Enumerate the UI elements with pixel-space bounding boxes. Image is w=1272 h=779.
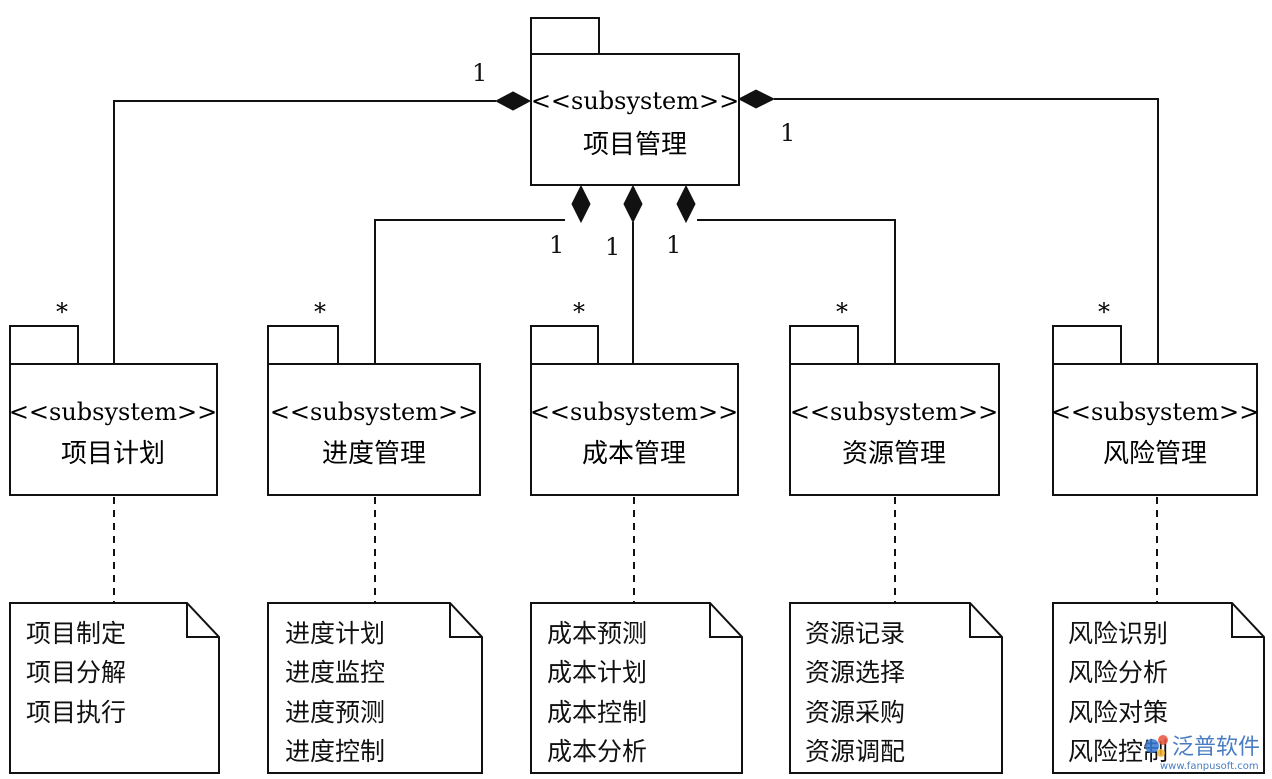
watermark-text: 泛普软件 [1172,735,1260,760]
multiplicity-label: 1 [605,233,620,261]
note-box-cost [530,602,743,774]
note-item: 资源调配 [805,737,905,766]
note-item: 项目分解 [26,658,126,687]
note-item: 成本预测 [547,619,647,648]
note-item: 资源采购 [805,698,905,727]
note-item: 资源选择 [805,658,905,687]
composition-diamond [737,89,776,109]
package-stereotype: <<subsystem>> [530,398,738,426]
root-stereotype: <<subsystem>> [531,87,739,115]
package-name: 成本管理 [582,439,686,469]
note-item: 项目执行 [26,698,126,727]
composition-diamond [623,184,643,224]
composition-diamond [676,184,696,224]
package-schedule: * <<subsystem>> 进度管理 [267,298,481,496]
watermark: 泛普软件 www.fanpusoft.com [1145,735,1260,772]
multiplicity-star: * [1098,298,1110,326]
composition-diamond [571,184,591,224]
package-stereotype: <<subsystem>> [270,398,478,426]
note-item: 风险对策 [1068,698,1168,727]
package-name: 资源管理 [842,439,946,469]
package-name: 进度管理 [322,439,426,469]
association-line-resource [697,219,896,364]
note-dogear [969,603,1002,638]
note-box-resource [789,602,1003,774]
association-line-schedule [374,219,565,364]
note-item: 成本分析 [547,737,647,766]
note-dogear [186,603,219,638]
multiplicity-star: * [573,298,585,326]
note-item: 风险分析 [1068,658,1168,687]
multiplicity-label: 1 [549,231,564,259]
note-item: 进度监控 [285,658,385,687]
note-dogear [709,603,742,638]
multiplicity-label: 1 [666,231,681,259]
note-item: 成本计划 [547,658,647,687]
package-cost: * <<subsystem>> 成本管理 [530,298,739,496]
note-item: 资源记录 [805,619,905,648]
package-resource: * <<subsystem>> 资源管理 [789,298,1000,496]
note-box-risk [1052,602,1265,774]
composition-diamond [494,91,532,111]
root-package: <<subsystem>> 项目管理 [530,17,740,186]
note-dogear [1231,603,1264,638]
note-box-schedule [267,602,483,774]
multiplicity-star: * [314,298,326,326]
multiplicity-star: * [836,298,848,326]
package-name: 风险管理 [1103,439,1207,469]
note-dogear [449,603,482,638]
multiplicity-label: 1 [780,119,795,147]
package-name: 项目计划 [61,439,165,469]
note-item: 进度预测 [285,698,385,727]
note-item: 成本控制 [547,698,647,727]
package-stereotype: <<subsystem>> [1051,398,1259,426]
note-item: 进度控制 [285,737,385,766]
multiplicity-label: 1 [472,59,487,87]
association-line-risk [774,98,1159,364]
note-item: 项目制定 [26,619,126,648]
package-stereotype: <<subsystem>> [9,398,217,426]
note-item: 风险识别 [1068,619,1168,648]
package-stereotype: <<subsystem>> [790,398,998,426]
note-box-project-plan [9,602,220,774]
root-name: 项目管理 [583,130,687,160]
note-item: 进度计划 [285,619,385,648]
package-risk: * <<subsystem>> 风险管理 [1051,298,1259,496]
watermark-logo-icon [1145,735,1168,757]
multiplicity-star: * [56,298,68,326]
package-project-plan: * <<subsystem>> 项目计划 [9,298,218,496]
watermark-url: www.fanpusoft.com [1160,761,1259,772]
association-line-project-plan [113,100,496,364]
